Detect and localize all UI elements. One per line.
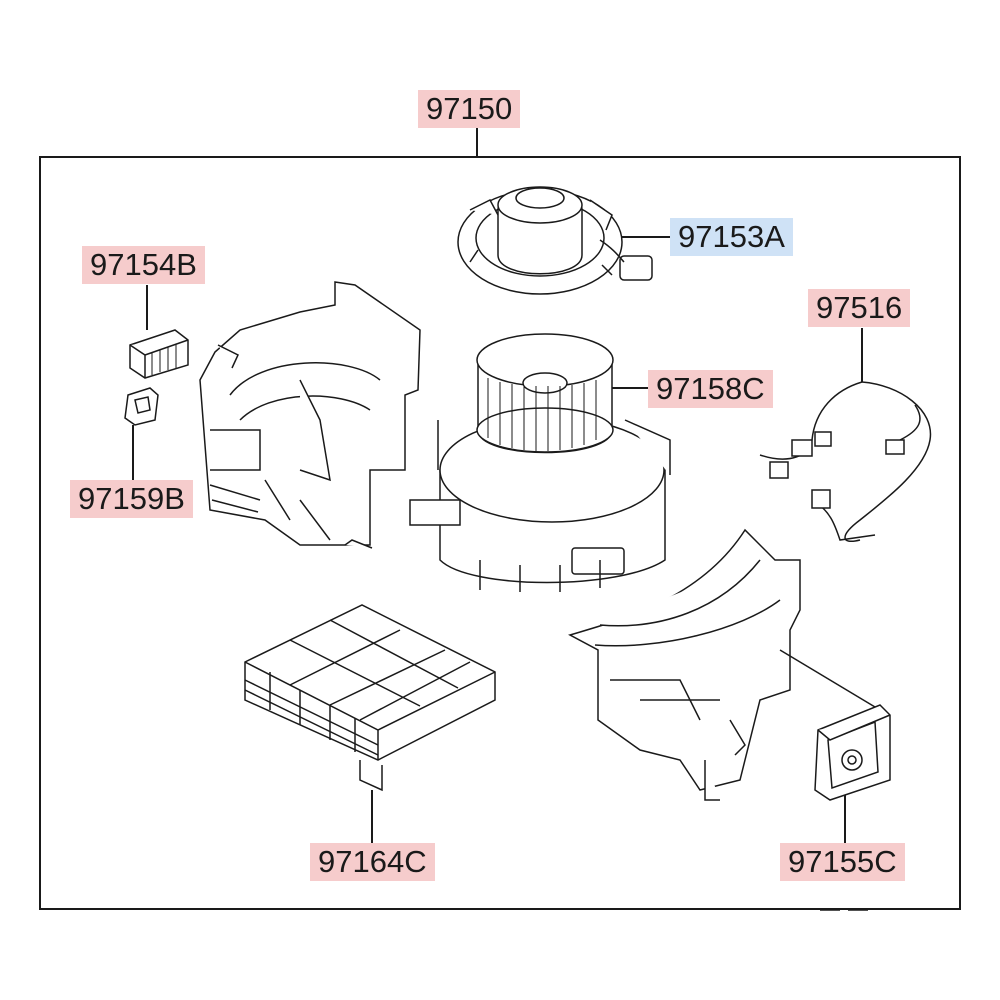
blower-motor-part bbox=[457, 186, 653, 295]
clip-part bbox=[124, 387, 159, 426]
left-duct-housing bbox=[199, 281, 421, 549]
label-97150: 97150 bbox=[418, 90, 521, 128]
label-97158c: 97158C bbox=[648, 370, 773, 408]
label-97164c: 97164C bbox=[310, 843, 435, 881]
wiring-harness-part bbox=[759, 381, 932, 542]
label-97154b: 97154B bbox=[82, 246, 205, 284]
air-filter-part bbox=[244, 604, 496, 792]
label-97516: 97516 bbox=[808, 289, 911, 327]
blower-fan-part bbox=[409, 333, 671, 592]
label-97153a: 97153A bbox=[670, 218, 793, 256]
right-duct-housing bbox=[568, 528, 881, 801]
actuator-part bbox=[814, 704, 891, 801]
label-97159b: 97159B bbox=[70, 480, 193, 518]
assembly-frame bbox=[39, 156, 961, 910]
resistor-part bbox=[129, 329, 189, 379]
label-97155c: 97155C bbox=[780, 843, 905, 881]
